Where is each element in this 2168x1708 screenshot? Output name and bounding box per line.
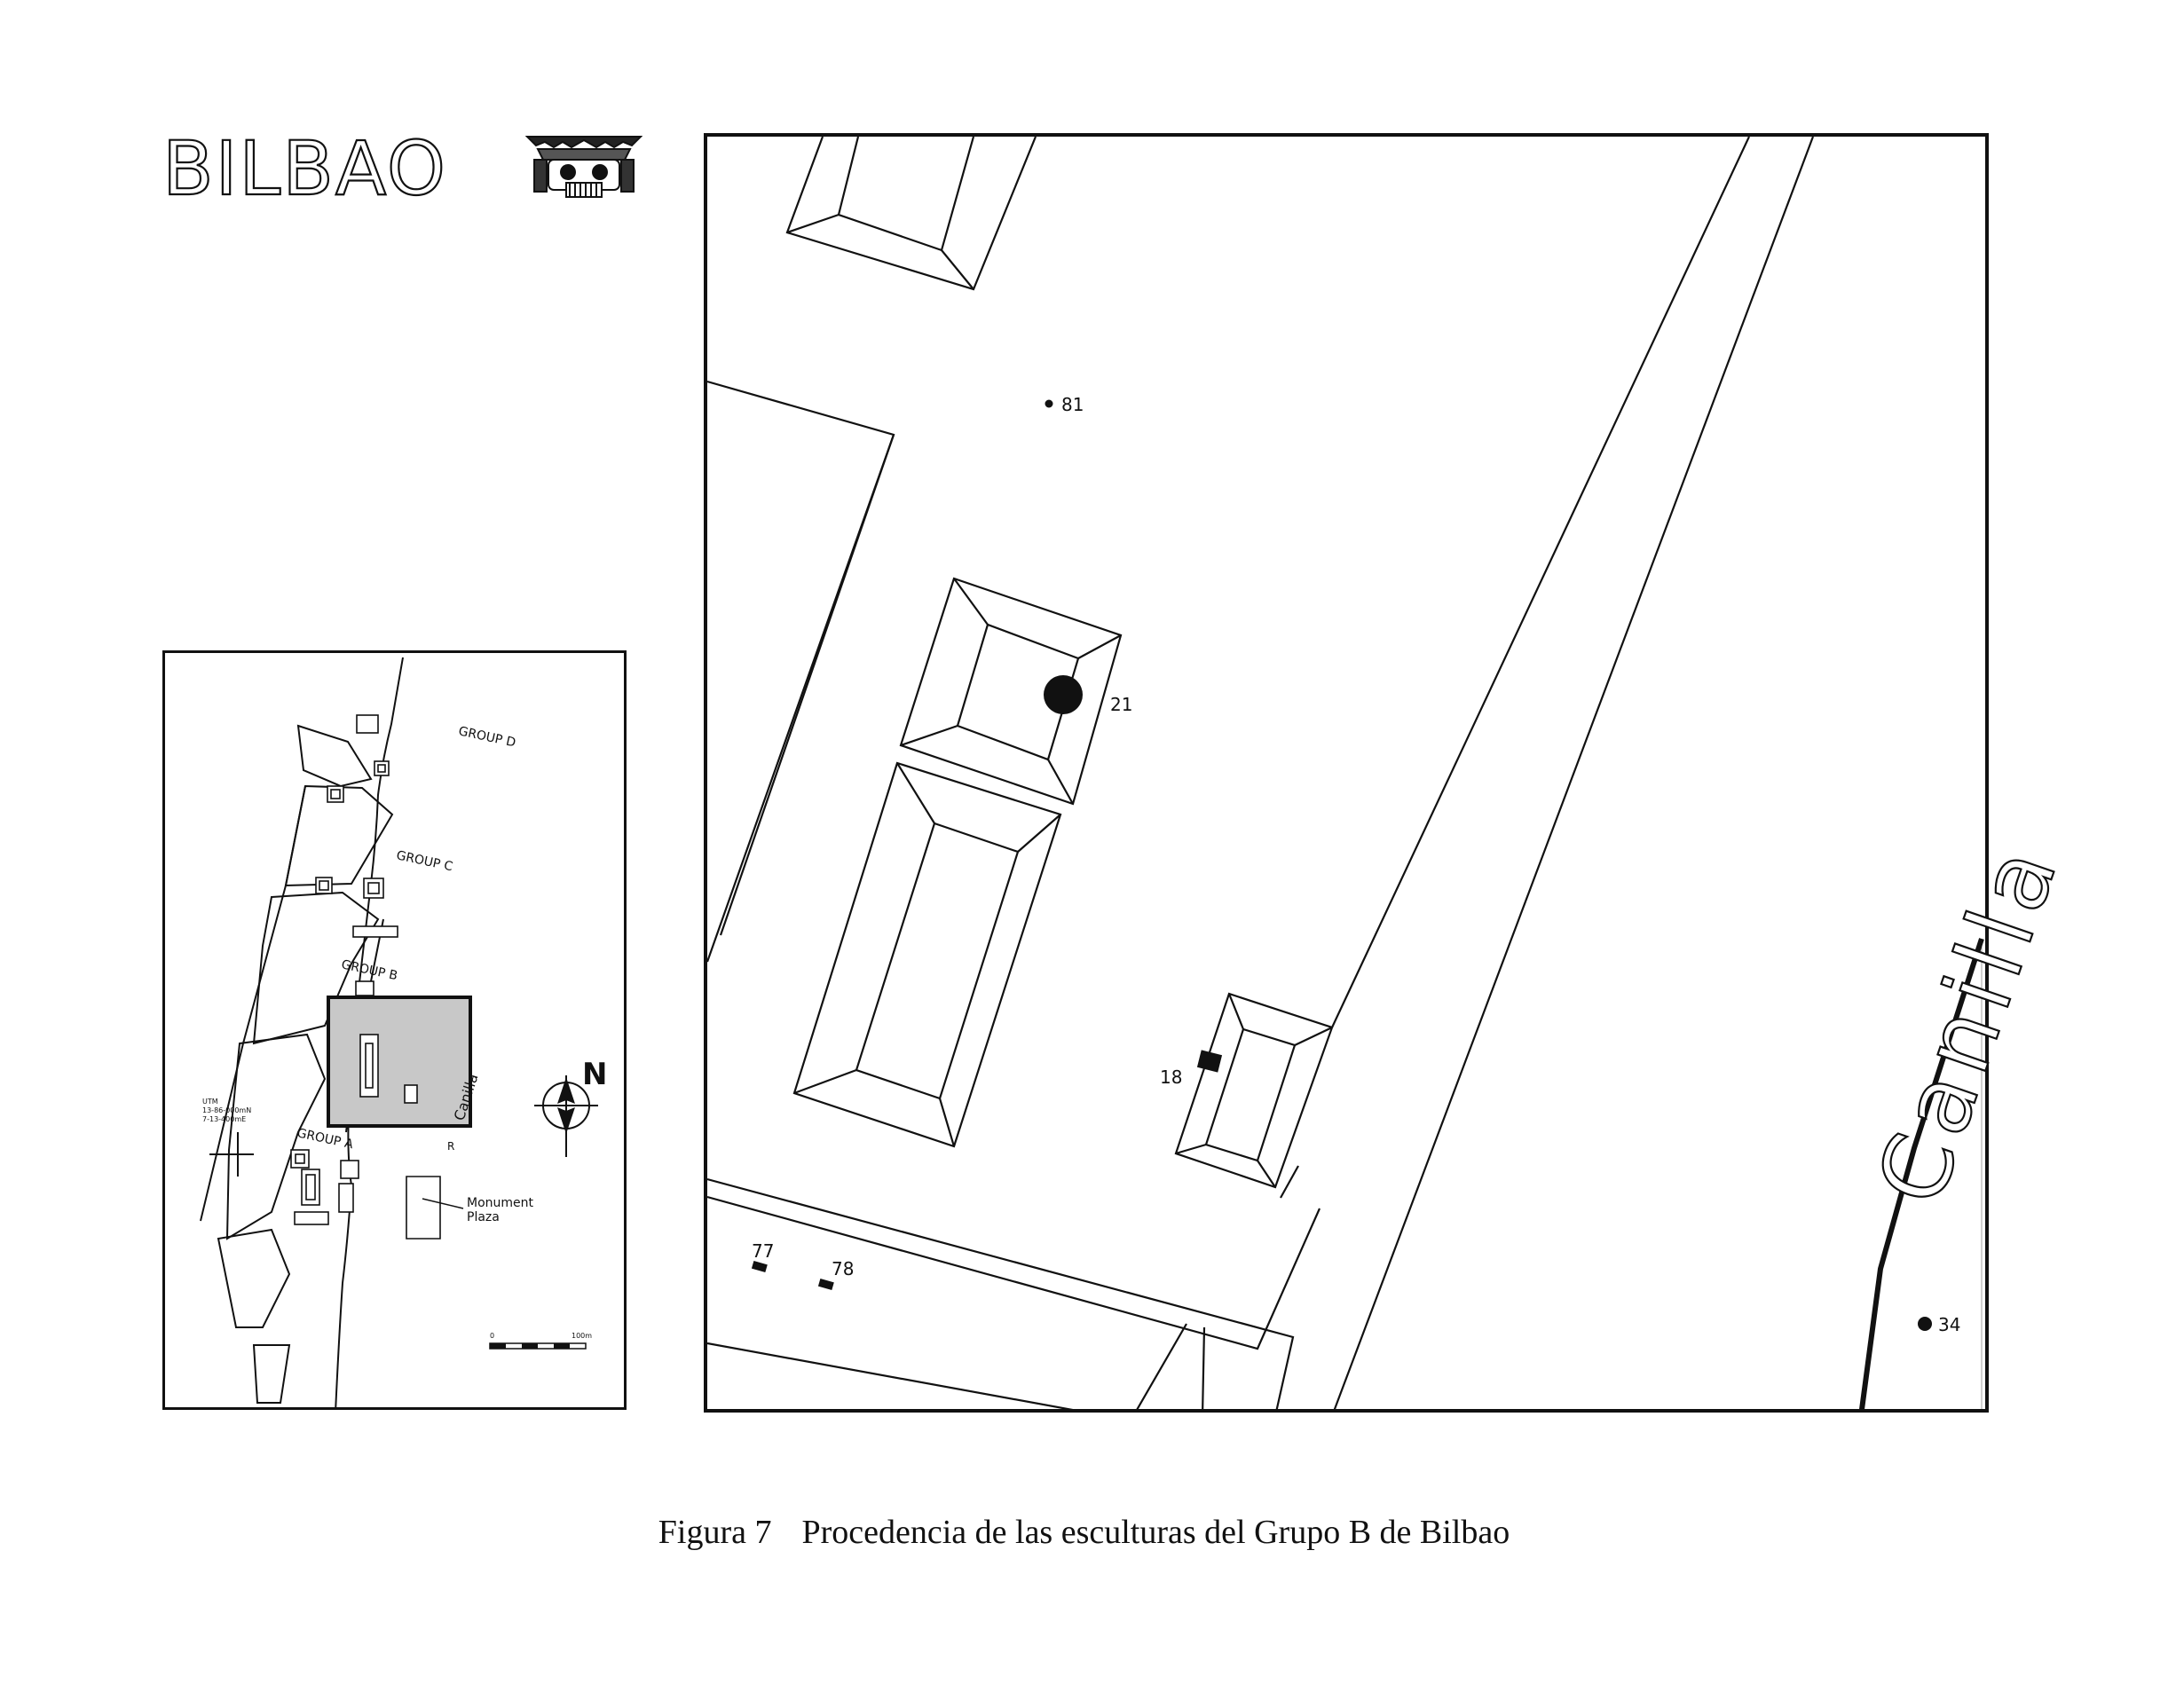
group-d-label: GROUP D bbox=[457, 724, 516, 750]
utm-line-2: 13-86-000mN bbox=[202, 1106, 251, 1114]
structures bbox=[290, 714, 441, 1240]
sculpture-78-label: 78 bbox=[832, 1258, 854, 1279]
detail-map: 81 21 18 77 78 34 bbox=[704, 133, 1989, 1413]
scale-bar bbox=[489, 1342, 587, 1350]
road-marker: R bbox=[447, 1140, 454, 1153]
stone-sculpture-head-icon bbox=[525, 136, 643, 198]
detail-area-highlight bbox=[327, 996, 472, 1128]
structure-top bbox=[785, 137, 1037, 291]
north-arrow-icon bbox=[534, 1075, 598, 1157]
platform-outline bbox=[707, 380, 1321, 1409]
utm-line-1: UTM bbox=[202, 1098, 218, 1106]
sculpture-markers bbox=[751, 399, 1932, 1331]
scale-start-label: 0 bbox=[490, 1332, 494, 1340]
group-b-label: GROUP B bbox=[340, 957, 398, 983]
road-edge bbox=[1859, 938, 1984, 1409]
sculpture-77-label: 77 bbox=[752, 1240, 774, 1262]
structure-central-pyramid bbox=[899, 577, 1123, 806]
sculpture-18-label: 18 bbox=[1160, 1067, 1182, 1088]
terrace-edges bbox=[1280, 137, 1815, 1409]
sculpture-21-label: 21 bbox=[1110, 694, 1132, 715]
figure-caption: Figura 7 Procedencia de las esculturas de… bbox=[0, 1513, 2168, 1552]
site-title: BILBAO bbox=[162, 125, 447, 212]
plaza-label-line-1: Monument bbox=[467, 1196, 534, 1210]
sculpture-77-marker bbox=[751, 1260, 768, 1273]
sculpture-78-marker bbox=[817, 1278, 834, 1291]
caption-text: Procedencia de las esculturas del Grupo … bbox=[801, 1514, 1510, 1551]
utm-line-3: 7-13-400mE bbox=[202, 1115, 246, 1123]
sculpture-21-marker bbox=[1044, 675, 1083, 714]
utm-crosshair-icon bbox=[209, 1132, 254, 1177]
plaza-label-line-2: Plaza bbox=[467, 1210, 500, 1224]
group-c-label: GROUP C bbox=[395, 848, 454, 874]
sculpture-81-marker bbox=[1045, 399, 1053, 408]
sculpture-18-marker bbox=[1196, 1050, 1223, 1073]
structure-small-pyramid bbox=[1174, 992, 1334, 1189]
sculpture-34-marker bbox=[1918, 1317, 1932, 1331]
sculpture-81-label: 81 bbox=[1061, 394, 1084, 415]
plaza-leader-line bbox=[422, 1198, 464, 1209]
scale-end-label: 100m bbox=[572, 1332, 592, 1340]
sculpture-34-label: 34 bbox=[1938, 1314, 1960, 1335]
figure-number: Figura 7 bbox=[658, 1514, 772, 1551]
overview-map: GROUP D GROUP C GROUP B GROUP A UTM 13-8… bbox=[162, 650, 627, 1410]
structure-long-mound bbox=[792, 761, 1062, 1148]
north-label: N bbox=[582, 1057, 607, 1092]
